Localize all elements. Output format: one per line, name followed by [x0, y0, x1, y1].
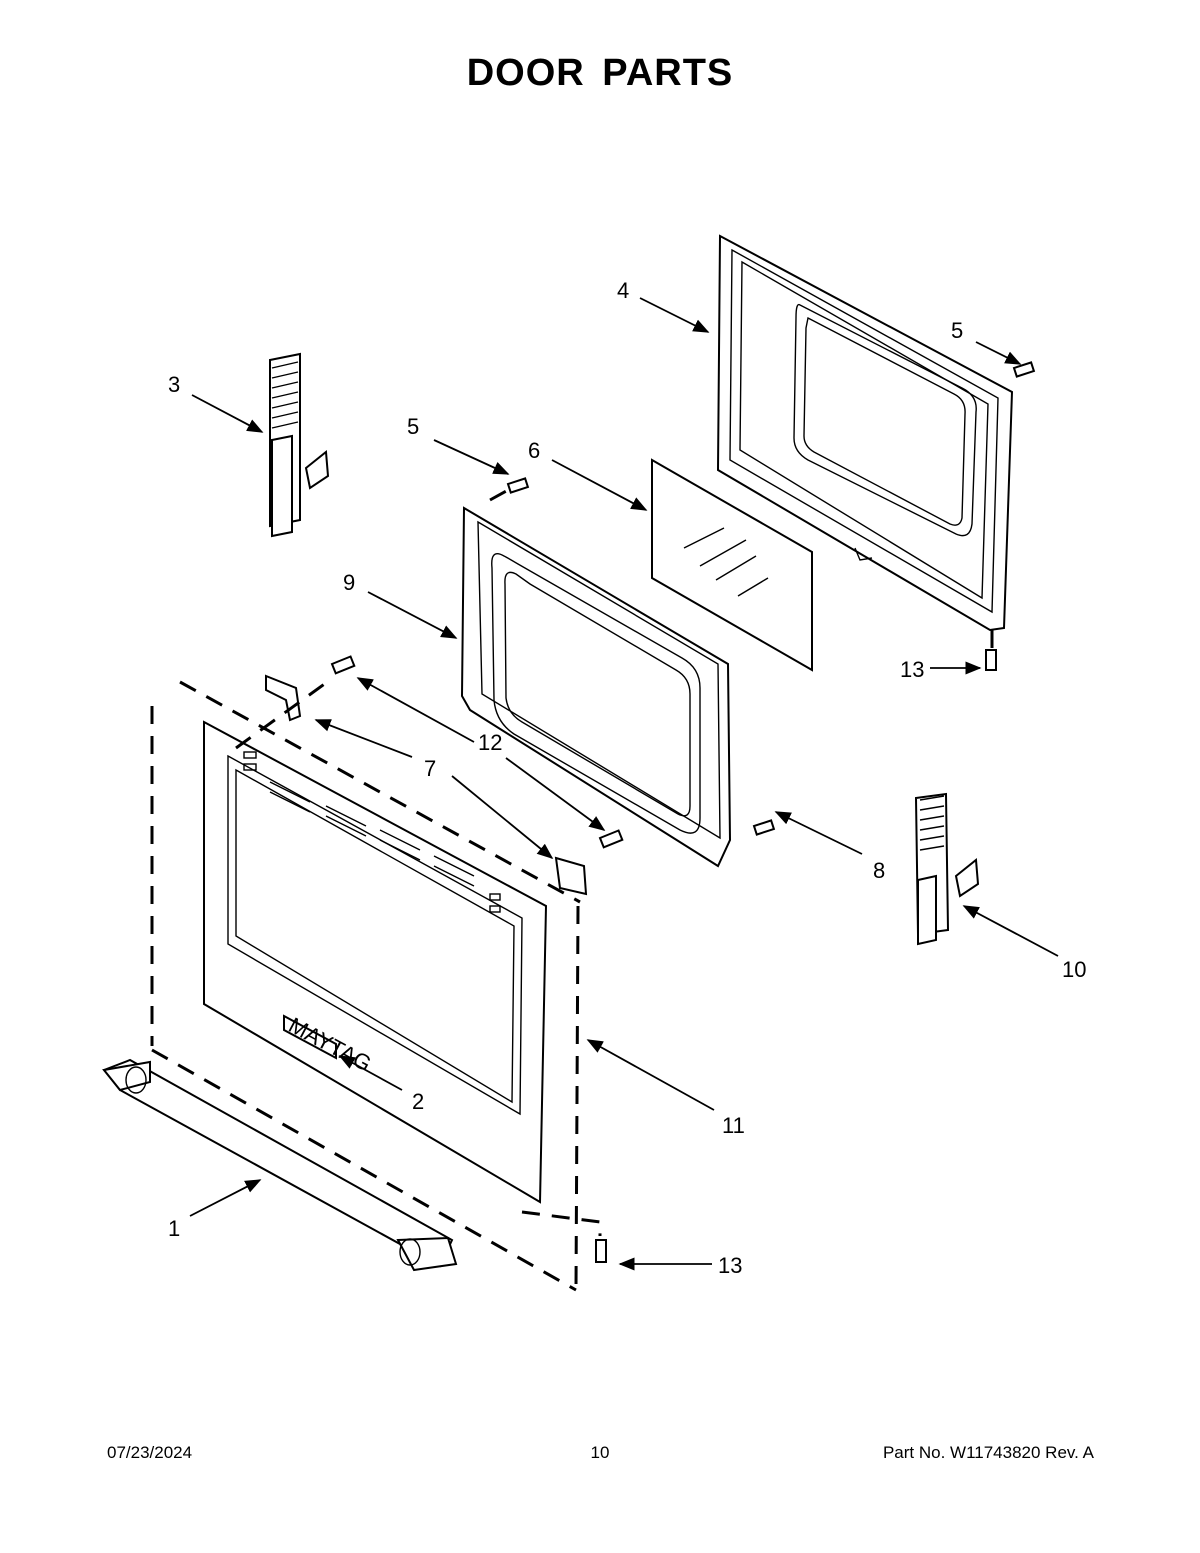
hinge-left	[269, 352, 330, 538]
inner-door-panel	[716, 234, 1014, 632]
door-glass	[651, 458, 813, 672]
hinge-right	[914, 792, 980, 946]
callout-6: 6	[528, 438, 540, 463]
callout-11: 11	[722, 1113, 745, 1138]
footer-date: 07/23/2024	[107, 1443, 193, 1462]
callout-5-middle: 5	[407, 414, 419, 439]
assembly-outline	[150, 488, 994, 1292]
callout-13-upper: 13	[900, 657, 924, 682]
door-handle	[102, 1058, 458, 1272]
callout-labels: 3 4 5 5 6 9 13 12 7 8 10 11 2 1 13	[168, 278, 1086, 1278]
callout-3: 3	[168, 372, 180, 397]
callout-5-upper-right: 5	[951, 318, 963, 343]
outer-door-panel	[203, 720, 548, 1204]
callout-1: 1	[168, 1216, 180, 1241]
door-brackets	[265, 674, 588, 896]
callout-4: 4	[617, 278, 629, 303]
callout-10: 10	[1062, 957, 1086, 982]
callout-12: 12	[478, 730, 502, 755]
callout-7: 7	[424, 756, 436, 781]
leader-lines	[189, 297, 1059, 1271]
footer-part-number: Part No. W11743820 Rev. A	[882, 1443, 1094, 1462]
callout-2: 2	[412, 1089, 424, 1114]
door-frame	[460, 506, 732, 868]
callout-13-lower: 13	[718, 1253, 742, 1278]
callout-9: 9	[343, 570, 355, 595]
screws	[330, 361, 1036, 1263]
footer-page-number: 10	[590, 1443, 610, 1462]
callout-8: 8	[873, 858, 885, 883]
page-title: DOOR PARTS	[466, 52, 734, 94]
